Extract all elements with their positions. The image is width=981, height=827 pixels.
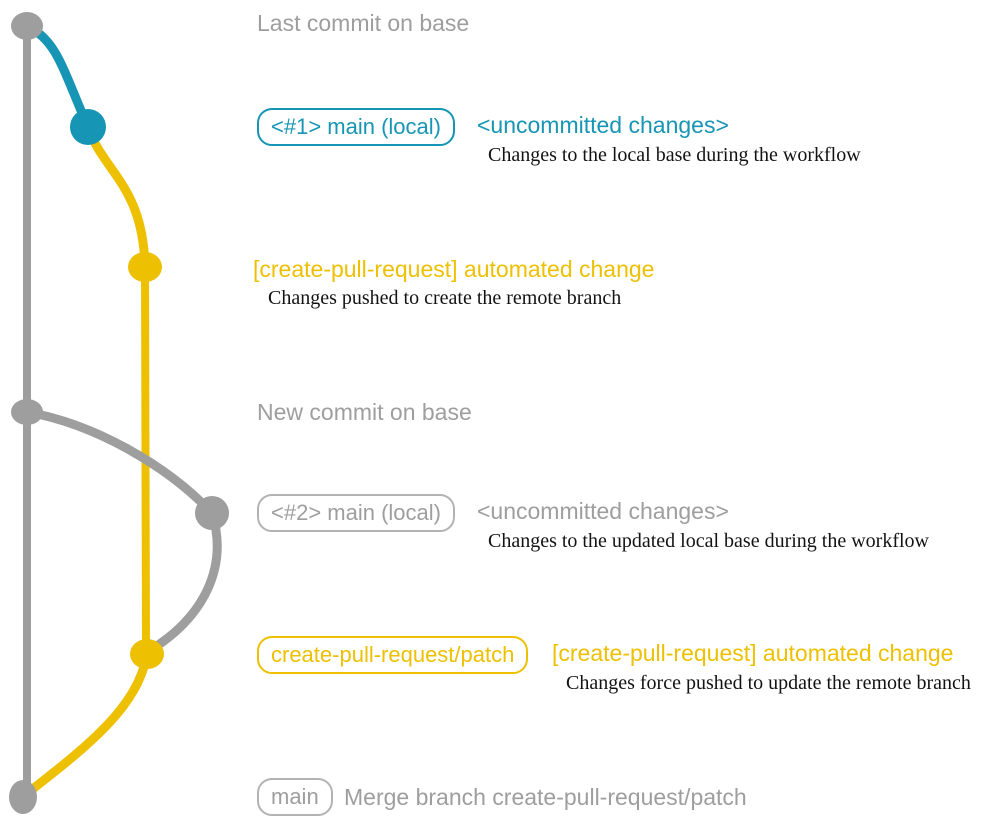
description-automated-change-1: Changes pushed to create the remote bran… <box>268 287 622 309</box>
commit-dot-automated-change-1 <box>128 252 162 282</box>
commit-dot-new-base <box>11 399 43 425</box>
patch-branch-curve-top <box>83 122 150 272</box>
commit-dot-merge <box>9 780 37 814</box>
commit-message-uncommitted-1: <uncommitted changes> <box>477 112 729 138</box>
branch-label-main: main <box>257 778 333 816</box>
description-uncommitted-1: Changes to the local base during the wor… <box>488 144 861 166</box>
updated-local-branch-curve <box>22 407 217 518</box>
commit-dot-uncommitted-2 <box>195 496 229 530</box>
commit-message-uncommitted-2: <uncommitted changes> <box>477 498 729 524</box>
annotation-last-commit-on-base: Last commit on base <box>257 10 470 36</box>
description-automated-change-2: Changes force pushed to update the remot… <box>566 672 971 694</box>
commit-message-merge: Merge branch create-pull-request/patch <box>344 784 747 810</box>
commit-dot-uncommitted-1 <box>70 109 106 145</box>
commit-message-automated-change-1: [create-pull-request] automated change <box>253 256 655 282</box>
commit-dot-automated-change-2 <box>130 639 164 669</box>
branch-label-main-local-1: <#1> main (local) <box>257 108 455 146</box>
updated-local-branch-curve-lower <box>144 508 222 656</box>
branch-label-create-pull-request-patch: create-pull-request/patch <box>257 636 529 674</box>
commit-message-automated-change-2: [create-pull-request] automated change <box>552 640 954 666</box>
description-uncommitted-2: Changes to the updated local base during… <box>488 530 929 552</box>
patch-branch-merge-curve <box>20 649 152 800</box>
annotation-new-commit-on-base: New commit on base <box>257 399 472 425</box>
branch-label-main-local-2: <#2> main (local) <box>257 494 455 532</box>
commit-dot-last-base <box>11 12 43 40</box>
